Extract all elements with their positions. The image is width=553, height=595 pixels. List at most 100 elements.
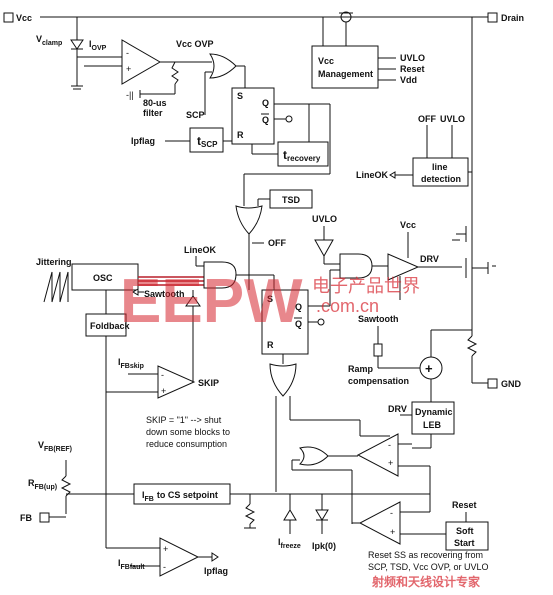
cs-comparator [356,433,399,477]
svg-text:-: - [388,440,391,450]
svg-text:R: R [267,340,274,350]
svg-text:+: + [163,544,168,554]
gnd-pin-label: GND [501,379,522,389]
svg-text:+: + [126,64,131,74]
rfb-up-resistor [60,475,72,497]
svg-text:LEB: LEB [423,420,442,430]
svg-text:Soft: Soft [456,526,474,536]
vcc-ovp-label: Vcc OVP [176,39,214,49]
ramp-source-icon [373,343,383,357]
svg-text:+: + [425,361,433,376]
reset-ss-line-1: Reset SS as recovering from [368,550,483,560]
vfbref-label: VFB(REF) [38,440,72,453]
vdd-output-label: Vdd [400,75,417,85]
ifbfault-label: IFBfault [118,558,145,571]
skip-note-line-1: SKIP = "1" --> shut [146,415,222,425]
ipflag-bottom-label: Ipflag [204,566,228,576]
drv-leb-label: DRV [388,404,407,414]
reset-output-label: Reset [400,64,425,74]
svg-text:R: R [237,130,244,140]
uvlo-output-label: UVLO [400,53,425,63]
t-recovery-label: trecovery [283,148,321,163]
drain-pin-label: Drain [501,13,524,23]
skip-note-line-3: reduce consumption [146,439,227,449]
ramp-comp-label-2: compensation [348,376,409,386]
ovp-or-gate [209,53,237,79]
svg-text:-: - [390,508,393,518]
svg-text:Foldback: Foldback [90,321,131,331]
open-output-icon [285,115,293,123]
t-scp-label: tSCP [197,134,218,149]
uvlo-inverter [314,239,334,258]
svg-text:Q: Q [262,98,269,108]
svg-text:S: S [267,294,273,304]
filter-80us-label: 80-us [143,98,167,108]
com-cn-watermark: .com.cn [316,296,379,316]
ipk0-label: Ipk(0) [312,541,336,551]
svg-text:+: + [388,458,393,468]
cn-watermark: 电子产品世界 [312,276,420,296]
svg-text:TSD: TSD [282,195,301,205]
sr-latch-top [231,87,275,145]
reset-or-gate [269,363,297,397]
svg-text:-: - [163,562,166,572]
vclamp-label: Vclamp [36,34,62,47]
t-scp-block [189,127,224,153]
line-detection-block [412,157,469,187]
vcc-rail: Vcc Drain [3,11,524,220]
svg-text:Q: Q [262,115,269,125]
sawtooth-osc-label: Sawtooth [144,289,185,299]
sense-resistor [466,335,478,357]
skip-label: SKIP [198,378,219,388]
off-top-label: OFF [418,114,436,124]
iovp-label: IOVP [89,39,107,52]
skip-comparator [157,365,196,399]
ifreeze-label: Ifreeze [278,537,301,550]
ipk0-diode-icon [315,509,329,521]
filter-resistor [171,61,179,85]
svg-text:Vcc: Vcc [318,56,334,66]
svg-text:detection: detection [421,174,461,184]
sawtooth-right-label: Sawtooth [358,314,399,324]
fb-pin-box [39,512,50,523]
fault-comparator [159,537,200,577]
corner-watermark: 射频和天线设计专家 [371,574,481,589]
rfbup-label: RFB(up) [28,478,57,491]
fault-or-gate [235,205,263,235]
svg-text:Q: Q [295,302,302,312]
eepw-watermark: EEPW [120,267,303,336]
drv-mid-label: DRV [420,254,439,264]
svg-text:S: S [237,91,243,101]
ifreeze-diode-icon [283,509,297,521]
svg-text:+: + [390,527,395,537]
sawtooth-wave-icon [43,271,69,303]
hv-mosfet-icon [452,220,473,260]
svg-text:Dynamic: Dynamic [415,407,453,417]
svg-text:line: line [432,162,448,172]
sr-latch-main [261,289,309,355]
svg-text:+: + [161,386,166,396]
osc-and-gate [203,261,237,289]
soft-start-block [445,521,489,551]
ifbskip-label: IFBskip [118,357,144,370]
reset-ss-line-2: SCP, TSD, Vcc OVP, or UVLO [368,562,489,572]
vcc-mid-label: Vcc [400,220,416,230]
soft-start-comparator [358,501,401,545]
vcc-pin-box [3,12,14,23]
vcc-management-block [311,45,379,89]
lineok-left-label: LineOK [356,170,389,180]
jittering-label: Jittering [36,257,72,267]
ovp-comparator [121,39,161,85]
svg-text:Start: Start [454,538,475,548]
svg-text:-: - [126,48,129,58]
ipflag-top-label: Ipflag [131,136,155,146]
drive-and-gate [339,253,373,279]
svg-text:-||: -|| [126,90,134,100]
svg-text:OSC: OSC [93,273,113,283]
drain-pin-box [487,12,498,23]
cs-or-gate [299,446,329,466]
off-mid-label: OFF [268,238,286,248]
reset-bottom-label: Reset [452,500,477,510]
power-mosfet-icon [465,256,496,336]
